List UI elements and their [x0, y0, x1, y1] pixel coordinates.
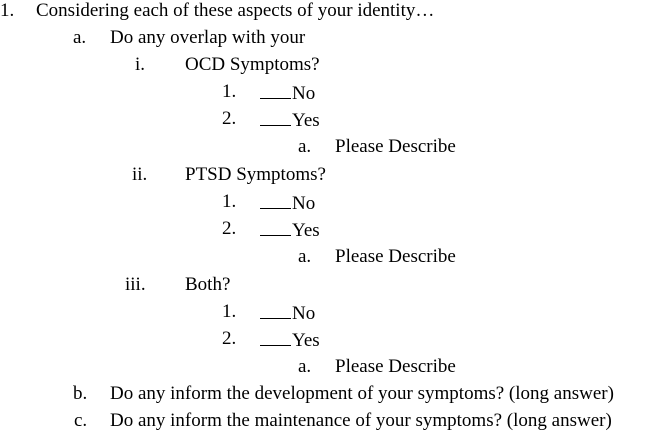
- part-text: Do any inform the development of your sy…: [110, 383, 614, 404]
- followup-marker: a.: [298, 136, 312, 157]
- part-text: Do any inform the maintenance of your sy…: [110, 410, 612, 431]
- followup-marker: a.: [298, 246, 312, 267]
- option-answer[interactable]: Yes: [260, 328, 320, 352]
- question-number: 1.: [0, 0, 15, 21]
- option-marker: 2.: [222, 328, 237, 349]
- subitem-marker: iii.: [125, 274, 146, 295]
- subitem-marker: ii.: [132, 164, 148, 185]
- option-answer[interactable]: Yes: [260, 218, 320, 242]
- followup-text: Please Describe: [335, 136, 456, 157]
- option-label: No: [292, 303, 316, 324]
- subitem-text: Both?: [185, 274, 231, 295]
- option-marker: 2.: [222, 218, 237, 239]
- subitem-text: OCD Symptoms?: [185, 54, 320, 75]
- option-marker: 2.: [222, 108, 237, 129]
- answer-blank[interactable]: [260, 191, 291, 209]
- option-label: No: [292, 83, 316, 104]
- part-marker: b.: [73, 383, 88, 404]
- answer-blank[interactable]: [260, 301, 291, 319]
- option-answer[interactable]: No: [260, 301, 315, 325]
- option-label: Yes: [292, 110, 320, 131]
- option-answer[interactable]: No: [260, 81, 315, 105]
- answer-blank[interactable]: [260, 218, 291, 236]
- answer-blank[interactable]: [260, 328, 291, 346]
- followup-text: Please Describe: [335, 356, 456, 377]
- answer-blank[interactable]: [260, 81, 291, 99]
- part-marker: c.: [74, 410, 88, 431]
- option-marker: 1.: [222, 81, 237, 102]
- followup-marker: a.: [298, 356, 312, 377]
- option-label: No: [292, 193, 316, 214]
- option-label: Yes: [292, 330, 320, 351]
- answer-blank[interactable]: [260, 108, 291, 126]
- part-text: Do any overlap with your: [110, 27, 306, 48]
- subitem-marker: i.: [135, 54, 146, 75]
- option-answer[interactable]: Yes: [260, 108, 320, 132]
- part-marker: a.: [73, 27, 87, 48]
- subitem-text: PTSD Symptoms?: [185, 164, 326, 185]
- question-text: Considering each of these aspects of you…: [36, 0, 435, 21]
- option-label: Yes: [292, 220, 320, 241]
- option-marker: 1.: [222, 301, 237, 322]
- option-marker: 1.: [222, 191, 237, 212]
- option-answer[interactable]: No: [260, 191, 315, 215]
- followup-text: Please Describe: [335, 246, 456, 267]
